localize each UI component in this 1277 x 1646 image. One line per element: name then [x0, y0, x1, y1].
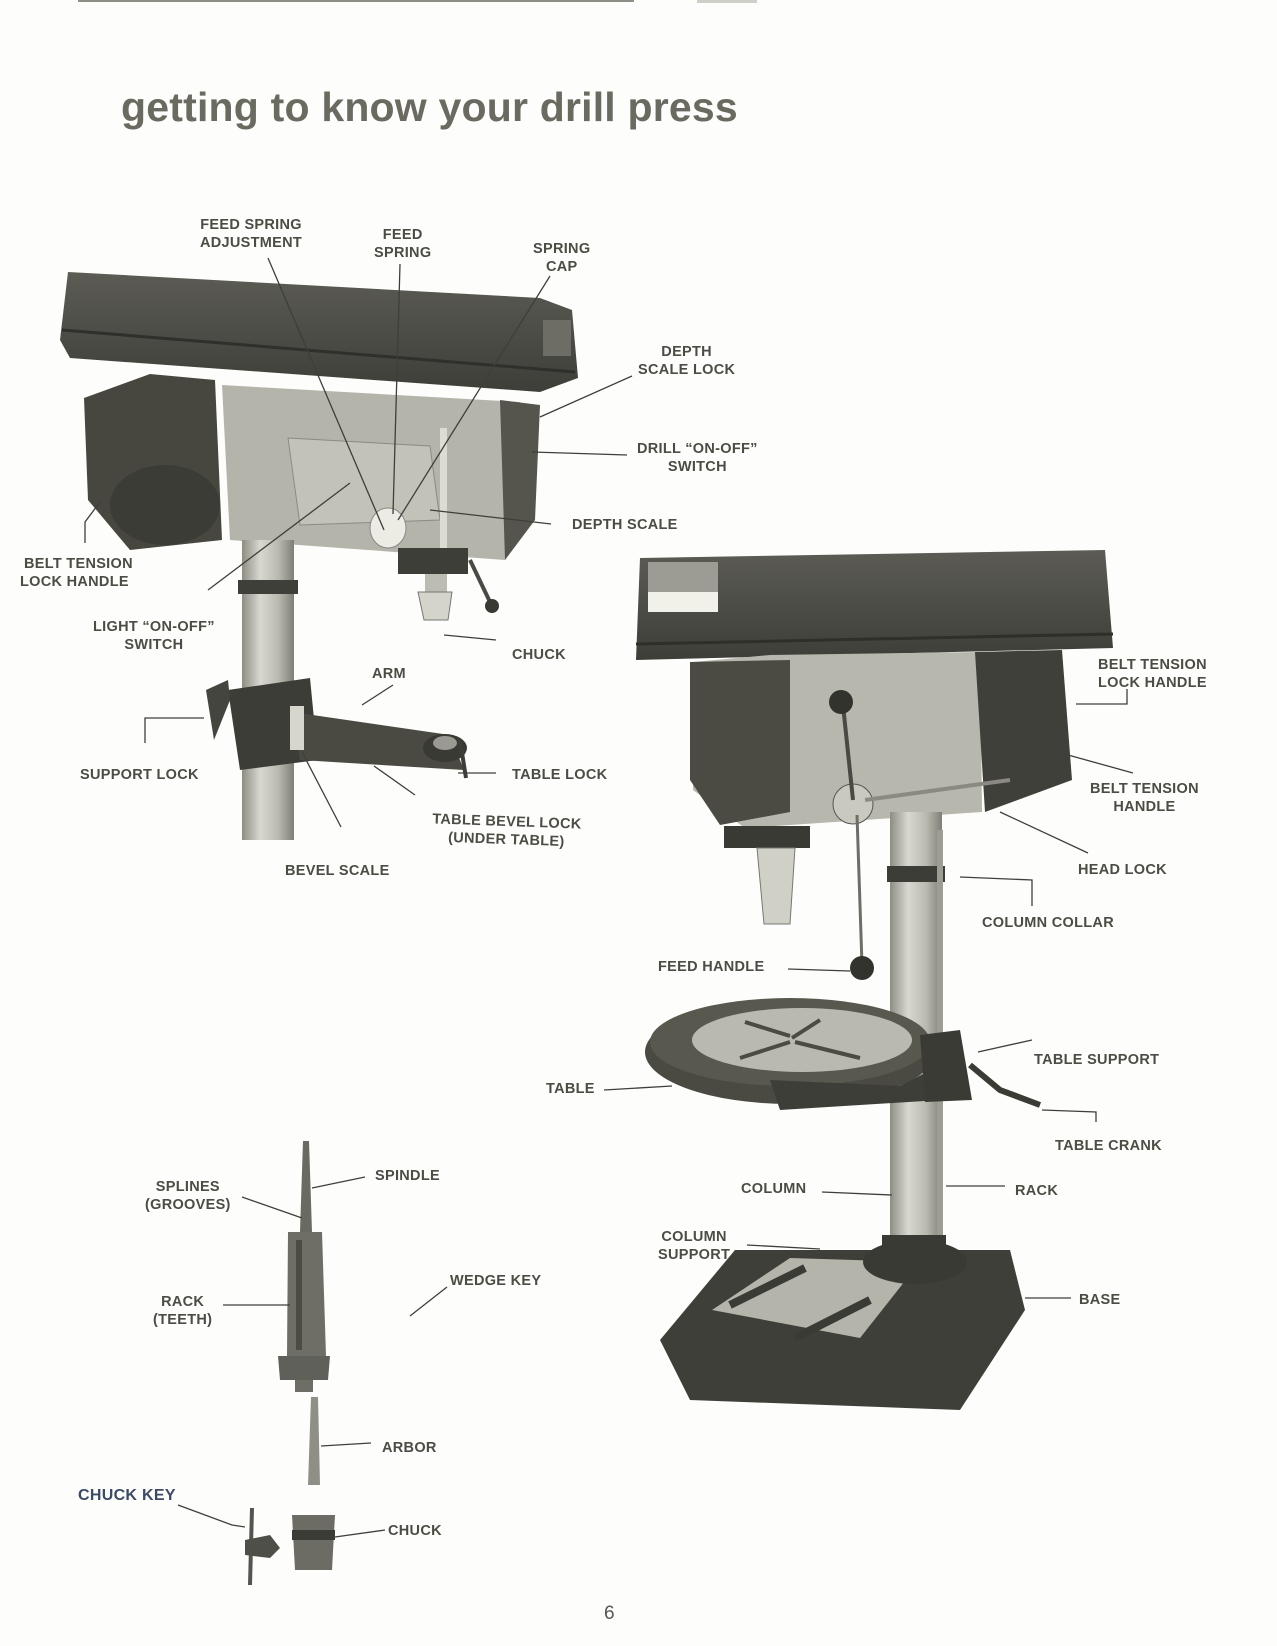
label-belt-tension-lock-handle-1: BELT TENSION LOCK HANDLE: [20, 555, 133, 591]
label-line: FEED SPRING: [200, 217, 302, 233]
label-line: ADJUSTMENT: [200, 235, 303, 251]
label-line: SCALE LOCK: [638, 362, 736, 378]
label-wedge-key: WEDGE KEY: [450, 1273, 542, 1289]
label-bevel-scale: BEVEL SCALE: [285, 863, 390, 879]
spindle-assembly-photo: [245, 1141, 335, 1586]
label-line: (TEETH): [153, 1312, 213, 1328]
label-spring-cap: SPRING CAP: [533, 240, 590, 276]
label-line: CAP: [545, 259, 578, 275]
label-line: LOCK HANDLE: [20, 574, 129, 590]
label-depth-scale-lock: DEPTH SCALE LOCK: [638, 343, 735, 379]
label-drill-on-off-switch: DRILL “ON-OFF” SWITCH: [637, 440, 758, 476]
label-arbor: ARBOR: [382, 1440, 437, 1456]
label-rack: RACK: [1015, 1183, 1059, 1199]
label-line: FEED: [382, 227, 423, 243]
top-fragment: [697, 0, 757, 3]
label-feed-spring: FEED SPRING: [374, 226, 431, 262]
label-line: BELT TENSION: [1090, 781, 1199, 797]
label-column-collar: COLUMN COLLAR: [982, 915, 1114, 931]
page-number: 6: [604, 1603, 615, 1624]
label-light-on-off-switch: LIGHT “ON-OFF” SWITCH: [93, 618, 215, 654]
label-line: RACK: [161, 1294, 205, 1310]
label-feed-handle: FEED HANDLE: [658, 959, 765, 975]
label-table-bevel-lock: TABLE BEVEL LOCK (UNDER TABLE): [431, 810, 582, 851]
label-column-support: COLUMN SUPPORT: [658, 1228, 730, 1264]
label-line: SWITCH: [667, 459, 727, 475]
top-rule: [78, 0, 634, 2]
label-line: SPRING: [374, 245, 432, 261]
label-table: TABLE: [546, 1081, 595, 1097]
page-title: getting to know your drill press: [121, 84, 738, 130]
label-line: LOCK HANDLE: [1098, 675, 1207, 691]
label-column: COLUMN: [741, 1181, 807, 1197]
label-table-lock: TABLE LOCK: [512, 767, 608, 783]
label-support-lock: SUPPORT LOCK: [80, 767, 199, 783]
label-line: SUPPORT: [658, 1247, 731, 1263]
label-depth-scale: DEPTH SCALE: [572, 517, 678, 533]
label-chuck-1: CHUCK: [512, 647, 566, 663]
label-chuck-key: CHUCK KEY: [78, 1487, 176, 1504]
head-closeup-photo: [60, 272, 578, 840]
label-table-crank: TABLE CRANK: [1055, 1138, 1162, 1154]
label-splines: SPLINES (GROOVES): [145, 1178, 231, 1214]
label-line: BELT TENSION: [24, 556, 133, 572]
label-line: LIGHT “ON-OFF”: [93, 619, 215, 635]
label-line: (GROOVES): [145, 1197, 231, 1213]
label-spindle: SPINDLE: [375, 1168, 440, 1184]
label-line: SPLINES: [155, 1179, 220, 1195]
spindle-assembly-leaders: [177, 1176, 448, 1538]
label-line: HANDLE: [1113, 799, 1176, 815]
label-line: SWITCH: [124, 637, 184, 653]
label-rack-teeth: RACK (TEETH): [153, 1293, 212, 1329]
label-table-support: TABLE SUPPORT: [1034, 1052, 1160, 1068]
full-press-photo: [635, 550, 1114, 1410]
label-line: SPRING: [533, 241, 591, 257]
full-press-leaders: [603, 689, 1134, 1299]
label-belt-tension-lock-handle-2: BELT TENSION LOCK HANDLE: [1098, 656, 1207, 692]
label-line: BELT TENSION: [1098, 657, 1207, 673]
label-base: BASE: [1079, 1292, 1121, 1308]
label-feed-spring-adjustment: FEED SPRING ADJUSTMENT: [200, 216, 302, 252]
label-head-lock: HEAD LOCK: [1078, 862, 1167, 878]
label-line: DEPTH: [661, 344, 712, 360]
head-closeup-leaders: [84, 257, 633, 828]
label-line: COLUMN: [661, 1229, 727, 1245]
label-arm: ARM: [372, 666, 406, 682]
label-chuck-2: CHUCK: [388, 1523, 442, 1539]
label-belt-tension-handle: BELT TENSION HANDLE: [1090, 780, 1199, 816]
label-line: DRILL “ON-OFF”: [637, 441, 758, 457]
